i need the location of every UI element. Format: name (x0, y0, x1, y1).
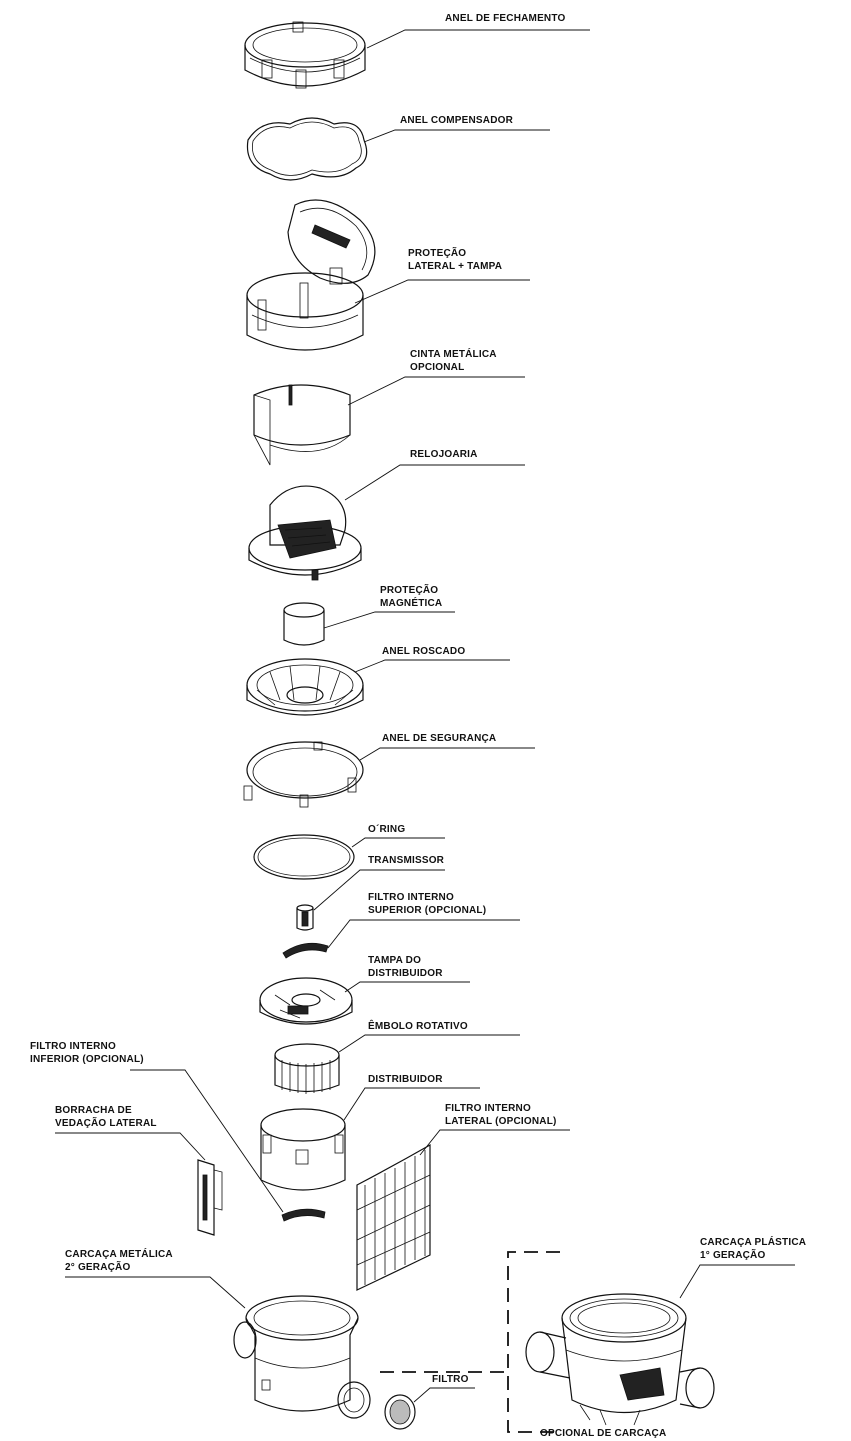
part-distribuidor (260, 1108, 346, 1191)
part-cinta-metalica (253, 384, 351, 466)
label-distribuidor: DISTRIBUIDOR (368, 1074, 443, 1085)
part-anel-compensador (246, 117, 368, 181)
part-protecao-lateral (246, 199, 376, 351)
part-anel-seguranca (243, 741, 364, 808)
part-borracha-vedacao (197, 1159, 223, 1236)
part-filtro-inferior (281, 1208, 326, 1222)
label-anel-fechamento: ANEL DE FECHAMENTO (445, 13, 566, 24)
label-embolo-rotativo: ÊMBOLO ROTATIVO (368, 1021, 468, 1032)
part-anel-roscado (246, 658, 364, 716)
label-anel-roscado: ANEL ROSCADO (382, 646, 466, 657)
part-transmissor (296, 904, 314, 931)
label-anel-compensador: ANEL COMPENSADOR (400, 115, 514, 126)
part-o-ring (253, 834, 355, 880)
label-filtro: FILTRO (432, 1374, 469, 1385)
part-relojoaria (248, 485, 362, 581)
part-filtro-lateral (356, 1143, 431, 1291)
label-opcional-carcaca: OPCIONAL DE CARCAÇA (540, 1428, 667, 1439)
part-filtro (384, 1394, 416, 1430)
label-anel-seguranca: ANEL DE SEGURANÇA (382, 733, 497, 744)
part-filtro-superior (282, 942, 329, 959)
part-protecao-magnetica (283, 602, 325, 646)
part-embolo-rotativo (274, 1043, 340, 1094)
label-transmissor: TRANSMISSOR (368, 855, 445, 866)
option-connector (380, 1251, 560, 1433)
part-tampa-distribuidor (259, 977, 353, 1025)
label-relojoaria: RELOJOARIA (410, 449, 478, 460)
part-carcaca-plastica (525, 1293, 715, 1426)
part-anel-fechamento (244, 21, 366, 89)
part-carcaca-metalica (233, 1295, 371, 1419)
label-o-ring: O´RING (368, 824, 406, 835)
